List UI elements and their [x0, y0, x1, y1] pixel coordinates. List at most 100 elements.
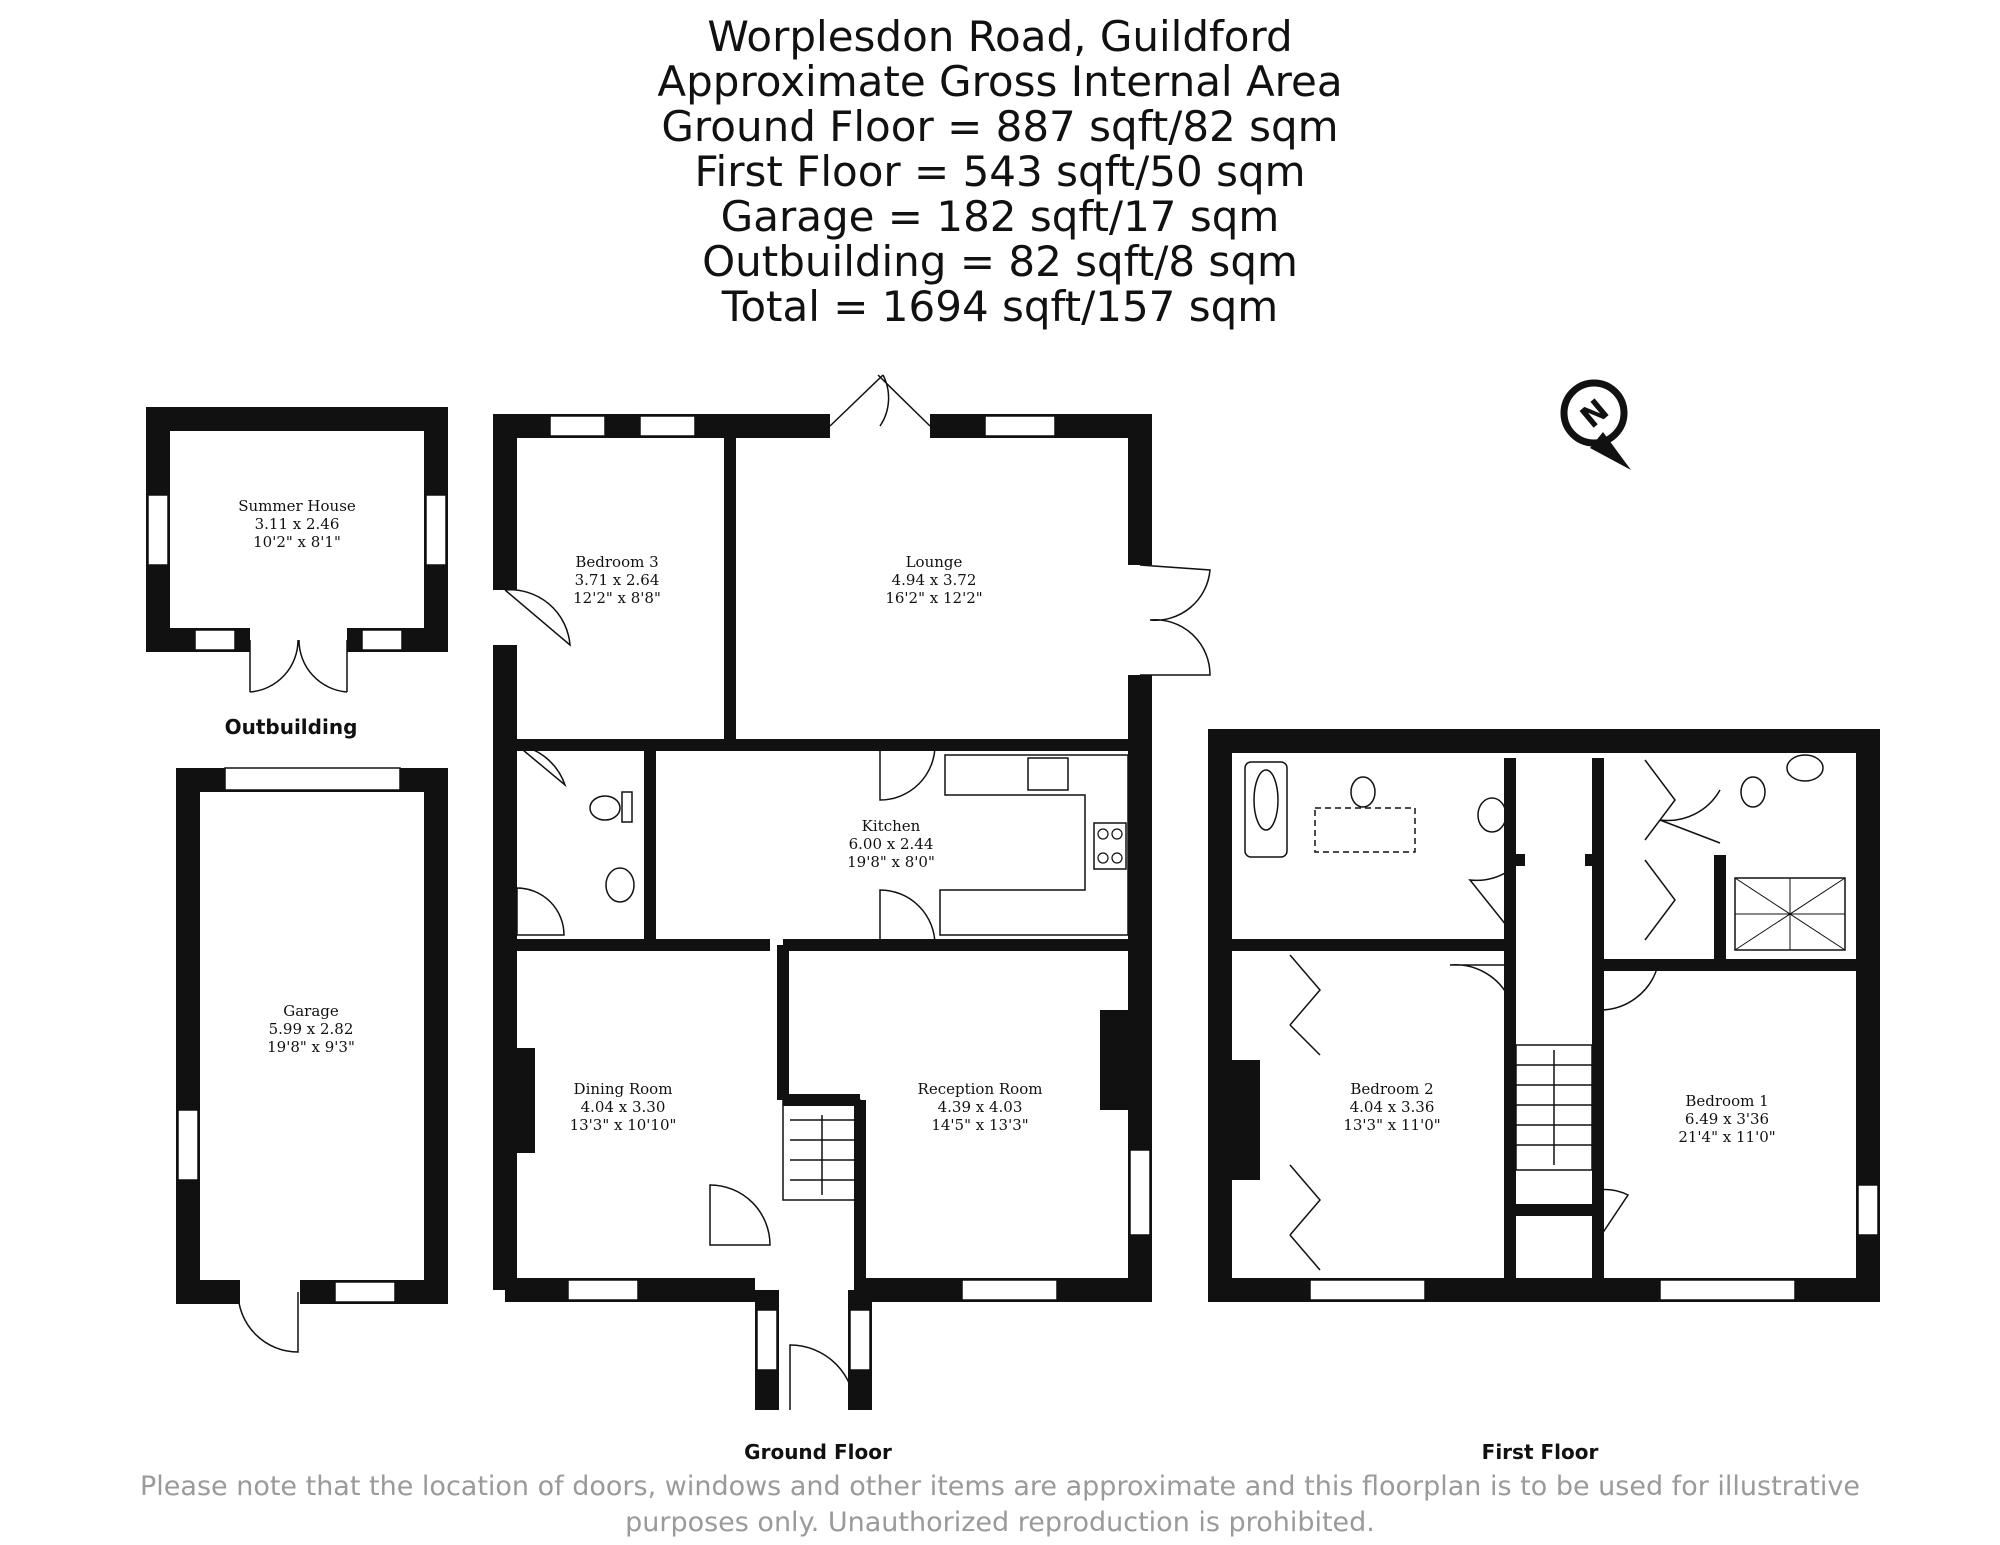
reception-room-imperial: 14'5" x 13'3" [931, 1116, 1028, 1134]
garage-side-door-gap [240, 1280, 300, 1304]
bedroom3-name: Bedroom 3 [575, 553, 658, 571]
ff-bedroom1-lower-door-swing [1597, 1188, 1630, 1241]
dining-room-name: Dining Room [574, 1080, 673, 1098]
gf-lounge-side-door-swing [1139, 564, 1211, 676]
gf-wc-toilet-icon [589, 795, 621, 821]
lounge-imperial: 16'2" x 12'2" [885, 589, 982, 607]
dining-room-imperial: 13'3" x 10'10" [570, 1116, 677, 1134]
garage-plan: Garage 5.99 x 2.82 19'8" x 9'3" [176, 767, 448, 1353]
garage-window-bottom [334, 1281, 396, 1303]
gf-shower-icon [516, 887, 565, 936]
compass-ring [1560, 379, 1628, 447]
ff-staircase [1515, 1044, 1593, 1171]
title-block: Worplesdon Road, Guildford Approximate G… [0, 14, 2000, 329]
bedroom2-metric: 4.04 x 3.36 [1350, 1098, 1435, 1116]
ff-window-bedroom1-bottom [1659, 1279, 1796, 1301]
lounge-metric: 4.94 x 3.72 [892, 571, 977, 589]
gf-bedroom3-door-swing [504, 589, 571, 647]
garage-door-opening [224, 767, 401, 791]
gf-hob-burner-icon [1097, 828, 1109, 840]
gf-porch-walls [755, 1290, 872, 1410]
ff-bedroom2-wardrobe-top [1289, 954, 1321, 1056]
gf-bedroom3-door-gap [493, 590, 517, 645]
gf-window-bedroom3-a [549, 415, 606, 437]
ff-window-bedroom2 [1309, 1279, 1426, 1301]
ground-floor-plan: Bedroom 3 3.71 x 2.64 12'2" x 8'8" Loung… [493, 374, 1211, 1411]
gf-window-reception-bottom [961, 1279, 1058, 1301]
gf-wc-basin-icon [605, 867, 635, 903]
ff-chimney-breast [1232, 1060, 1260, 1180]
gf-kitchen-sink-icon [1027, 757, 1069, 791]
bedroom3-imperial: 12'2" x 8'8" [573, 589, 661, 607]
gf-window-reception-right [1129, 1149, 1151, 1236]
gf-porch-window-left [756, 1309, 778, 1371]
area-outbuilding: Outbuilding = 82 sqft/8 sqm [702, 237, 1298, 286]
garage-metric: 5.99 x 2.82 [269, 1020, 354, 1038]
reception-room-metric: 4.39 x 4.03 [938, 1098, 1023, 1116]
summer-house-imperial: 10'2" x 8'1" [253, 533, 341, 551]
reception-room-name: Reception Room [918, 1080, 1043, 1098]
ff-bath-icon [1244, 761, 1288, 858]
area-ground-floor: Ground Floor = 887 sqft/82 sqm [661, 102, 1339, 151]
ff-bedroom1-door-swing [1597, 964, 1659, 1011]
gf-window-lounge-top [984, 415, 1056, 437]
gf-staircase [782, 1099, 861, 1201]
ground-floor-label: Ground Floor [744, 1440, 892, 1464]
compass: N [1560, 379, 1631, 470]
gf-wc-cistern-icon [621, 791, 633, 823]
gf-fireplace-reception [1100, 1010, 1132, 1110]
outbuilding-label: Outbuilding [225, 715, 358, 739]
ff-ensuite-toilet-icon [1740, 776, 1766, 808]
bedroom2-name: Bedroom 2 [1350, 1080, 1433, 1098]
gf-kitchen-worktop [939, 754, 1129, 936]
summer-house-window-right [425, 494, 447, 566]
lounge-name: Lounge [906, 553, 963, 571]
area-first-floor: First Floor = 543 sqft/50 sqm [694, 147, 1306, 196]
ff-bedroom2-wardrobe-bottom [1289, 1164, 1321, 1271]
kitchen-imperial: 19'8" x 8'0" [847, 853, 935, 871]
area-garage: Garage = 182 sqft/17 sqm [720, 192, 1280, 241]
gf-kitchen-bottom-door-swing [879, 889, 936, 946]
gf-front-door-swing [789, 1344, 856, 1411]
gf-kitchen-hob-icon [1093, 822, 1127, 870]
summer-house-window-bottom-right [361, 629, 403, 651]
ff-bath-basin-icon [1253, 769, 1279, 831]
bedroom1-metric: 6.49 x 3'36 [1685, 1110, 1769, 1128]
first-floor-outer-wall [1208, 729, 1880, 1302]
bedroom1-name: Bedroom 1 [1685, 1092, 1768, 1110]
garage-window-left [177, 1109, 199, 1181]
bedroom2-imperial: 13'3" x 11'0" [1343, 1116, 1440, 1134]
gf-hob-burner-icon [1097, 852, 1109, 864]
gf-wc-door-swing [516, 744, 567, 788]
area-total: Total = 1694 sqft/157 sqm [721, 282, 1279, 331]
gf-fireplace-dining [505, 1048, 535, 1153]
ff-ensuite-door-swing [1659, 789, 1721, 844]
gf-kitchen-top-door-swing [879, 744, 936, 801]
ff-bedroom1-wardrobe [1644, 759, 1676, 941]
kitchen-metric: 6.00 x 2.44 [849, 835, 934, 853]
compass-arrow-icon [1590, 432, 1631, 470]
title-address: Worplesdon Road, Guildford [707, 12, 1293, 61]
ff-ensuite-shower-cross-icon [1734, 877, 1846, 951]
kitchen-name: Kitchen [862, 817, 921, 835]
ff-bathroom-basin-icon [1477, 797, 1507, 833]
first-floor-plan: Bedroom 2 4.04 x 3.36 13'3" x 11'0" Bedr… [1208, 729, 1880, 1302]
ff-shower-tray-icon [1314, 807, 1416, 853]
disclaimer-line-1: Please note that the location of doors, … [140, 1471, 1860, 1502]
summer-house-window-bottom-left [194, 629, 236, 651]
garage-side-door-swing [237, 1291, 299, 1353]
compass-north-label: N [1574, 393, 1616, 436]
gf-lounge-double-door-swing [829, 374, 931, 427]
summer-house-window-left [147, 494, 169, 566]
bedroom1-imperial: 21'4" x 11'0" [1678, 1128, 1775, 1146]
bedroom3-metric: 3.71 x 2.64 [575, 571, 660, 589]
ff-bathroom-toilet-icon [1350, 776, 1376, 808]
first-floor-interior-walls [1226, 758, 1862, 1290]
summer-house-name: Summer House [238, 497, 356, 515]
garage-name: Garage [283, 1002, 339, 1020]
disclaimer: Please note that the location of doors, … [0, 1469, 2000, 1541]
gf-hob-burner-icon [1111, 828, 1123, 840]
summer-house-metric: 3.11 x 2.46 [255, 515, 340, 533]
ff-window-bedroom1-right [1857, 1184, 1879, 1236]
